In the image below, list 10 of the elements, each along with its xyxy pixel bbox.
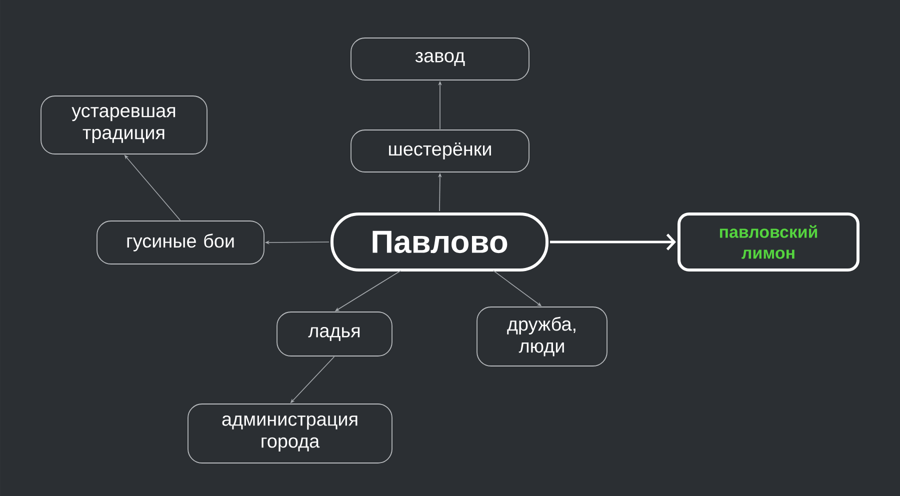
topic-box: дружба, люди xyxy=(476,306,608,366)
topic-box: устаревшая традиция xyxy=(40,96,208,154)
topic-box: шестерёнки xyxy=(350,130,530,172)
highlighted-topic-box: павловский лимон xyxy=(678,212,860,272)
central-topic-pill: Павлово xyxy=(330,212,548,272)
topic-box: администрация города xyxy=(188,404,392,464)
topic-box: гусиные бои xyxy=(96,220,264,264)
topic-box: завод xyxy=(350,38,530,80)
topic-box: ладья xyxy=(276,312,392,356)
arrow xyxy=(550,234,676,250)
